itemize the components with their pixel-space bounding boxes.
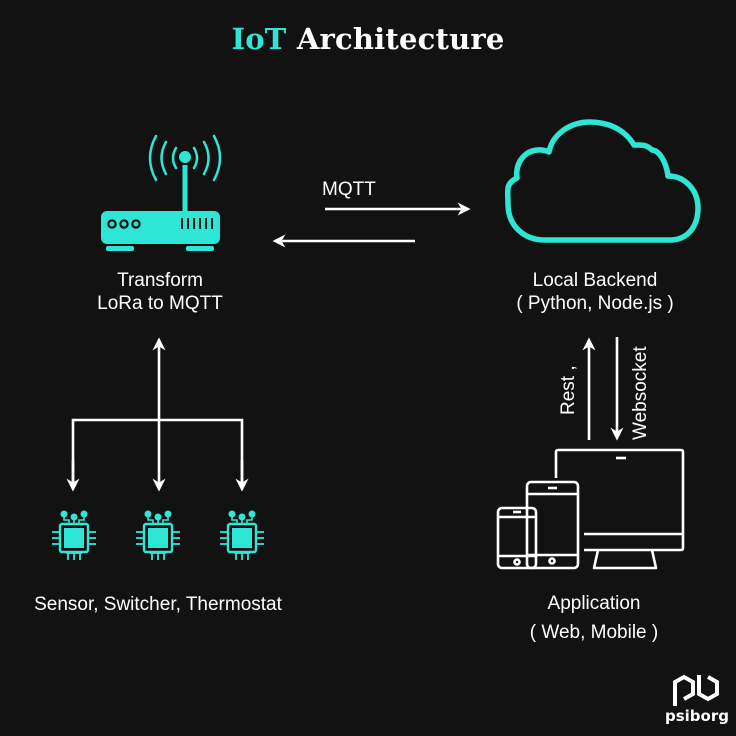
mqtt-label: MQTT	[322, 179, 376, 200]
brand-name: psiborg	[665, 707, 729, 725]
websocket-label: Websocket	[630, 346, 651, 440]
application-label-line2: ( Web, Mobile )	[529, 622, 659, 643]
application-label: Application ( Web, Mobile )	[494, 592, 694, 644]
backend-label-line2: ( Python, Node.js )	[516, 293, 674, 314]
backend-label: Local Backend ( Python, Node.js )	[495, 269, 695, 315]
rest-label: Rest ,	[558, 365, 579, 415]
gateway-label-line1: Transform	[117, 270, 203, 291]
devices-label: Sensor, Switcher, Thermostat	[34, 594, 282, 615]
application-label-line1: Application	[547, 593, 641, 614]
bus-line	[71, 418, 244, 485]
gateway-label: Transform LoRa to MQTT	[60, 269, 260, 315]
gateway-label-line2: LoRa to MQTT	[97, 293, 223, 314]
chip-icon-sensor	[50, 509, 98, 562]
chip-icon-thermostat	[218, 509, 266, 562]
title-rest: Architecture	[296, 22, 505, 56]
chip-icon-switcher	[134, 509, 182, 562]
page-title: IoT Architecture	[0, 22, 736, 56]
title-accent: IoT	[231, 22, 287, 56]
backend-label-line1: Local Backend	[532, 270, 658, 291]
